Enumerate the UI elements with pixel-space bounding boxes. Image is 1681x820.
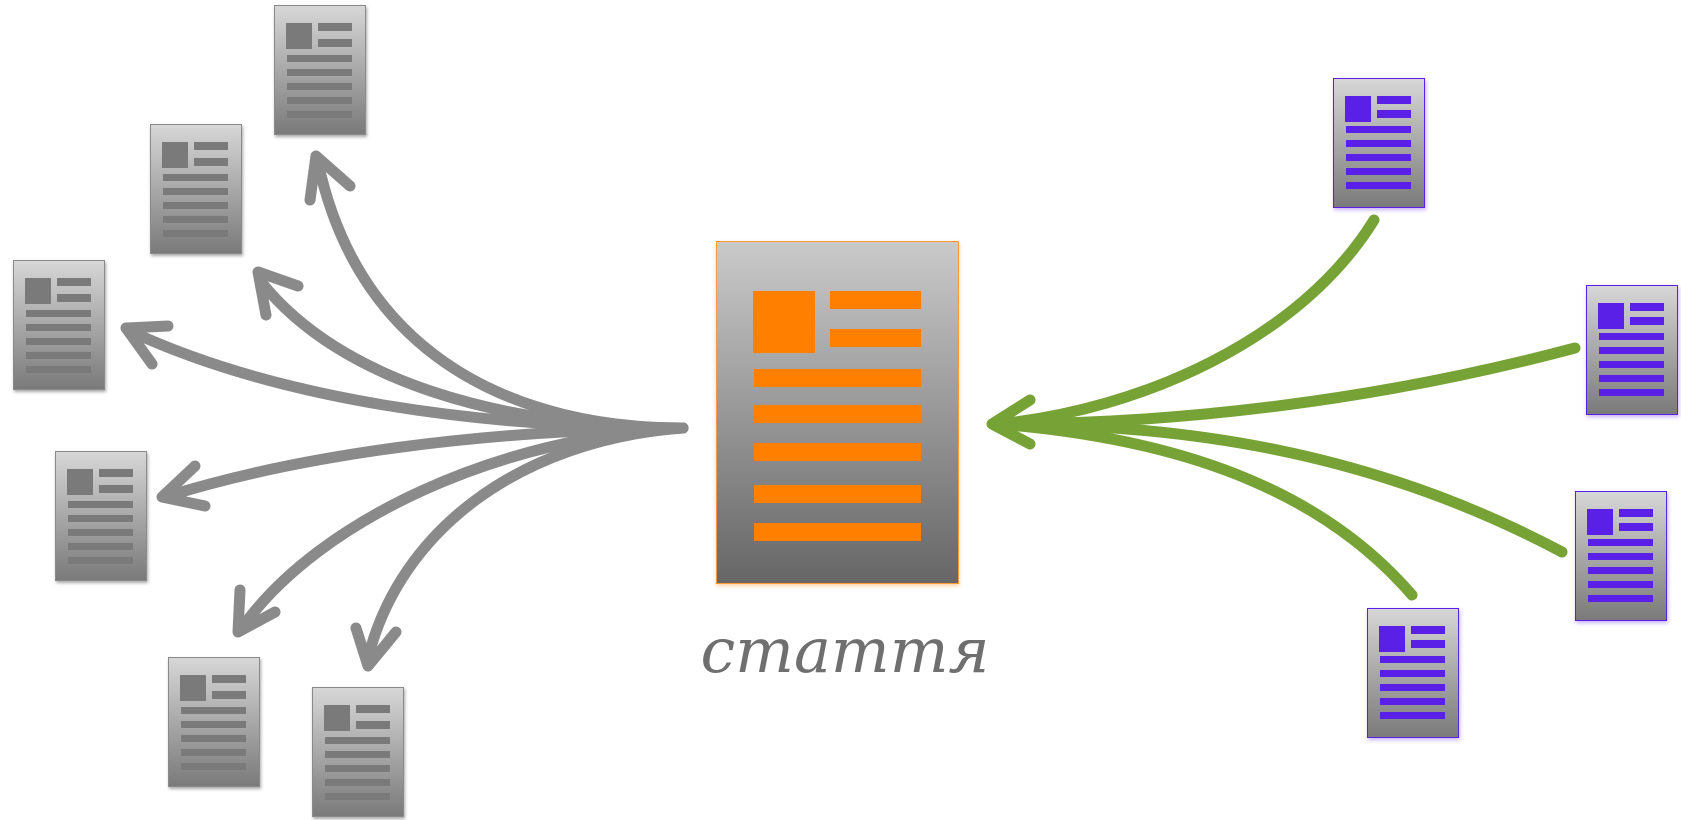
outgoing-arrow	[256, 277, 689, 434]
incoming-arrow	[992, 418, 1568, 558]
outgoing-arrow-head	[350, 622, 402, 672]
citing-document	[1333, 78, 1425, 208]
outgoing-arrow-head	[304, 150, 356, 206]
cited-document	[274, 5, 366, 135]
outgoing-arrow	[162, 422, 689, 502]
citing-document	[1575, 491, 1667, 621]
cited-document	[312, 687, 404, 817]
outgoing-arrow-head	[120, 320, 174, 370]
cited-document	[13, 260, 105, 390]
cited-document	[168, 657, 260, 787]
outgoing-arrow-head	[252, 266, 304, 321]
citing-document	[1367, 608, 1459, 738]
incoming-arrow	[992, 418, 1418, 601]
cited-document	[150, 124, 242, 254]
outgoing-arrow-head	[156, 460, 211, 512]
citing-document	[1586, 285, 1678, 415]
outgoing-arrow-head	[232, 584, 281, 638]
article-caption: стаття	[700, 614, 990, 687]
incoming-arrow-head	[986, 394, 1036, 450]
outgoing-arrow	[312, 156, 689, 434]
cited-document	[55, 451, 147, 581]
center-article-document	[716, 241, 959, 584]
incoming-arrow	[992, 214, 1380, 430]
outgoing-arrow	[362, 422, 689, 664]
